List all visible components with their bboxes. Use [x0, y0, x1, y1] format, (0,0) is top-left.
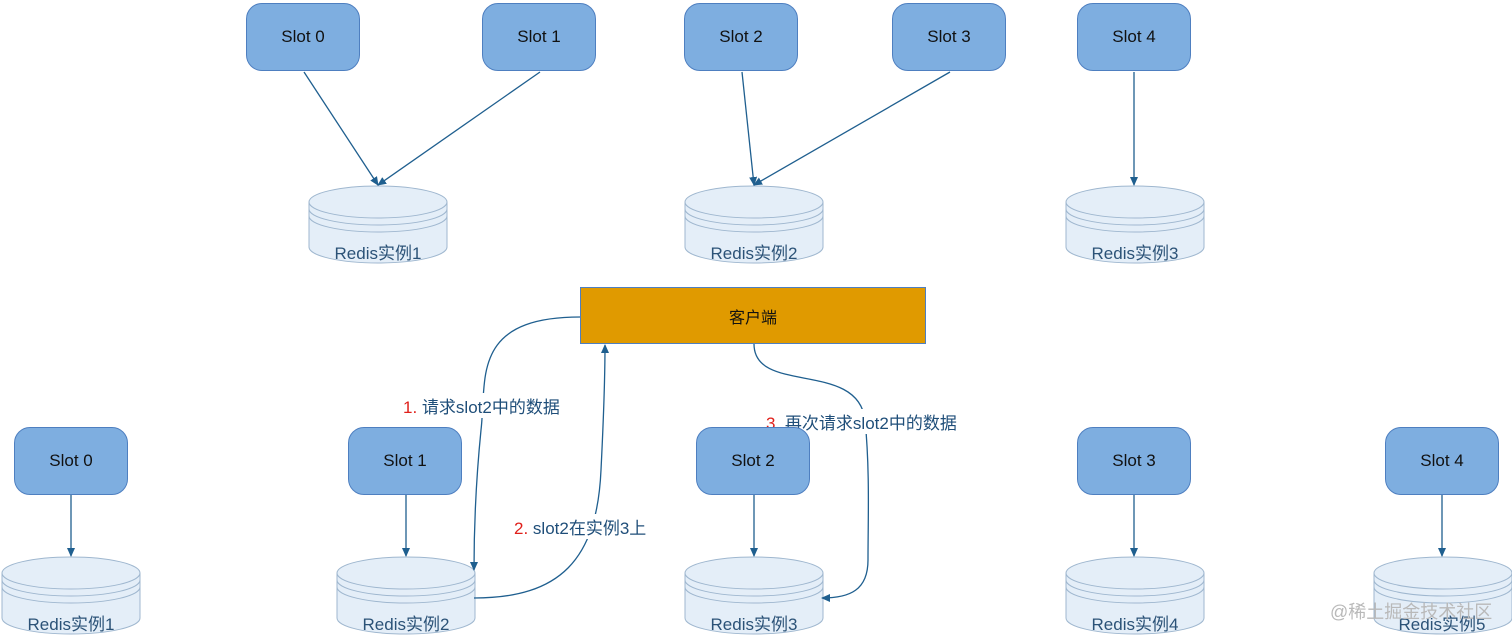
slot-box: Slot 4 — [1385, 427, 1499, 495]
redis-instance-label: Redis实例2 — [710, 244, 798, 263]
slot-box: Slot 1 — [348, 427, 462, 495]
slot-box: Slot 0 — [14, 427, 128, 495]
redis-instance-label: Redis实例3 — [1091, 244, 1179, 263]
step-text: 请求slot2中的数据 — [421, 398, 560, 417]
edge-slot0-inst1 — [303, 71, 379, 186]
slot-box: Slot 3 — [892, 3, 1006, 71]
edge-step2-redirect — [473, 344, 609, 599]
slot-box: Slot 2 — [684, 3, 798, 71]
redis-instance-label: Redis实例4 — [1091, 615, 1179, 634]
watermark: @稀土掘金技术社区 — [1330, 602, 1493, 622]
step-text: slot2在实例3上 — [532, 519, 647, 538]
redis-instance-label: Redis实例5 — [1398, 615, 1486, 634]
redis-instance-label: Redis实例2 — [362, 615, 450, 634]
redis-instance-label: Redis实例3 — [710, 615, 798, 634]
slot-box: Slot 2 — [696, 427, 810, 495]
client-box: 客户端 — [580, 287, 926, 344]
step-1-label: 1. 请求slot2中的数据 — [401, 393, 562, 418]
edge-step1-request — [470, 316, 581, 571]
slot-box: Slot 3 — [1077, 427, 1191, 495]
edge-slot3-inst2 — [753, 71, 951, 186]
redis-instance-label: Redis实例1 — [27, 615, 115, 634]
slot-box: Slot 0 — [246, 3, 360, 71]
step-2-label: 2. slot2在实例3上 — [512, 514, 649, 539]
slot-box: Slot 1 — [482, 3, 596, 71]
step-number: 2. — [514, 519, 529, 538]
step-number: 1. — [403, 398, 418, 417]
step-text: 再次请求slot2中的数据 — [784, 414, 957, 433]
edge-slot1-inst1 — [377, 71, 541, 186]
edge-slot2-inst2 — [741, 71, 758, 186]
redis-instance-label: Redis实例1 — [334, 244, 422, 263]
edge-step3-retry — [753, 343, 870, 602]
slot-box: Slot 4 — [1077, 3, 1191, 71]
